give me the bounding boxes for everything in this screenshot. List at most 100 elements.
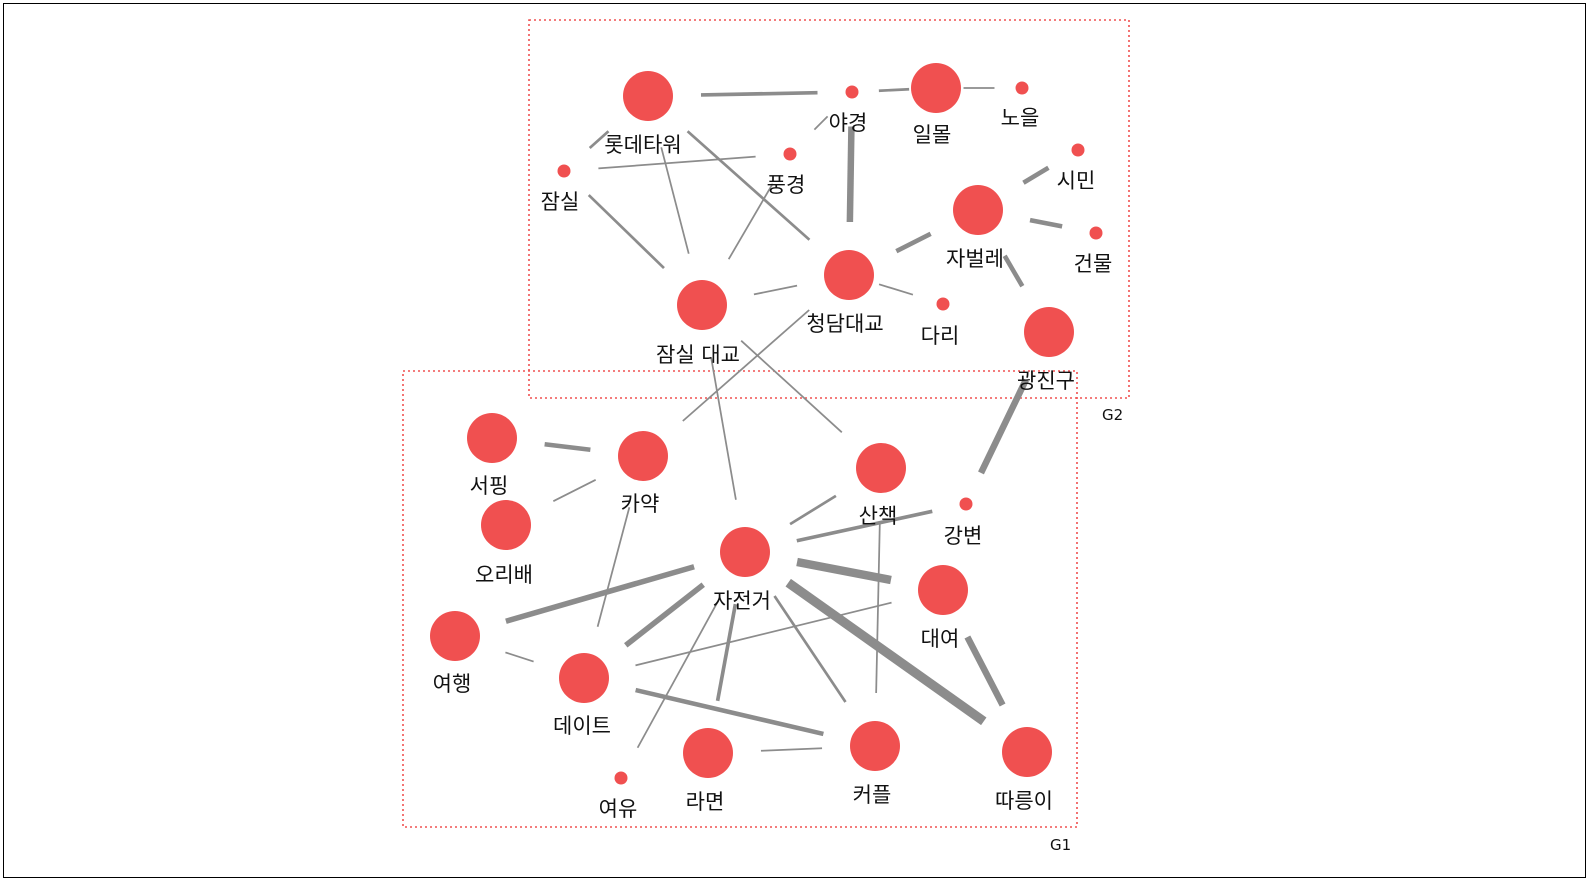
edge-jajeongeo-ttareungi xyxy=(785,578,987,726)
node-label-pung: 풍경 xyxy=(767,173,806,197)
node-oribae[interactable]: 오리배 xyxy=(475,500,533,587)
node-label-ilmol: 일몰 xyxy=(913,123,952,147)
node-gangbyeon[interactable]: 강변 xyxy=(944,497,983,549)
node-yakyung[interactable]: 야경 xyxy=(829,85,868,136)
edge-jabeolle-geonmul xyxy=(1029,217,1063,229)
node-label-yakyung: 야경 xyxy=(829,111,868,135)
edge-daeyeo-ttareungi xyxy=(964,635,1006,707)
node-circle-jabeolle[interactable] xyxy=(953,185,1003,235)
node-dari[interactable]: 다리 xyxy=(921,297,960,349)
node-geonmul[interactable]: 건물 xyxy=(1074,226,1113,277)
edge-jajeongeo-yeoyu xyxy=(636,598,721,749)
edge-yakyung-ilmol xyxy=(878,87,910,93)
edge-jabeolle-gwangjin xyxy=(1002,254,1025,288)
group-label-g2: G2 xyxy=(1102,406,1123,424)
edge-gwangjin-gangbyeon xyxy=(978,378,1029,475)
node-label-cheongdam: 청담대교 xyxy=(806,312,883,336)
edge-cheongdam-jamsilbr xyxy=(753,284,798,296)
edge-lotte-jamsilbr xyxy=(660,147,690,254)
node-label-noeul: 노을 xyxy=(1001,106,1040,130)
node-circle-ilmol[interactable] xyxy=(911,63,961,113)
node-label-seoping: 서핑 xyxy=(470,474,509,498)
edge-lotte-cheongdam xyxy=(686,130,811,241)
node-circle-jajeongeo[interactable] xyxy=(720,527,770,577)
edge-jajeongeo-yeohaeng xyxy=(505,564,695,624)
node-noeul[interactable]: 노을 xyxy=(1001,81,1040,131)
edge-cheongdam-dari xyxy=(878,283,914,296)
node-jamsil[interactable]: 잠실 xyxy=(541,164,580,215)
node-circle-gwangjin[interactable] xyxy=(1024,307,1074,357)
edge-jamsil-pung xyxy=(598,155,756,170)
node-circle-geonmul[interactable] xyxy=(1089,226,1103,240)
node-yeoyu[interactable]: 여유 xyxy=(599,771,638,822)
node-simin[interactable]: 시민 xyxy=(1057,143,1096,194)
edge-lotte-jamsil xyxy=(588,130,610,150)
node-lotte[interactable]: 롯데타워 xyxy=(604,71,682,157)
node-circle-lotte[interactable] xyxy=(623,71,673,121)
node-circle-date[interactable] xyxy=(559,653,609,703)
node-label-couple: 커플 xyxy=(853,783,892,807)
node-ramyeon[interactable]: 라면 xyxy=(683,728,733,814)
node-circle-yeohaeng[interactable] xyxy=(430,611,480,661)
node-daeyeo[interactable]: 대여 xyxy=(918,565,968,651)
node-label-geonmul: 건물 xyxy=(1074,252,1113,276)
node-jabeolle[interactable]: 자벌레 xyxy=(946,185,1004,271)
node-date[interactable]: 데이트 xyxy=(553,653,611,738)
node-label-jabeolle: 자벌레 xyxy=(946,247,1004,271)
node-label-oribae: 오리배 xyxy=(475,563,533,587)
node-circle-kayak[interactable] xyxy=(618,431,668,481)
node-circle-oribae[interactable] xyxy=(481,500,531,550)
edge-jabeolle-cheongdam xyxy=(895,231,932,254)
node-ttareungi[interactable]: 따릉이 xyxy=(995,727,1053,813)
node-circle-jamsilbr[interactable] xyxy=(677,280,727,330)
node-label-daeyeo: 대여 xyxy=(921,627,960,651)
edge-jamsilbr-jajeongeo xyxy=(710,357,737,500)
node-couple[interactable]: 커플 xyxy=(850,721,900,807)
node-circle-sanchaek[interactable] xyxy=(856,443,906,493)
node-ilmol[interactable]: 일몰 xyxy=(911,63,961,147)
node-label-kayak: 카약 xyxy=(621,492,660,516)
node-circle-dari[interactable] xyxy=(936,297,950,311)
edge-jamsilbr-sanchaek xyxy=(740,340,843,433)
node-circle-jamsil[interactable] xyxy=(557,164,571,178)
node-jamsilbr[interactable]: 잠실 대교 xyxy=(656,280,740,367)
node-label-simin: 시민 xyxy=(1057,169,1096,193)
node-circle-pung[interactable] xyxy=(783,147,797,161)
node-kayak[interactable]: 카약 xyxy=(618,431,668,516)
edge-jabeolle-simin xyxy=(1022,165,1050,185)
node-circle-gangbyeon[interactable] xyxy=(959,497,973,511)
node-label-yeohaeng: 여행 xyxy=(433,672,472,696)
node-label-sanchaek: 산책 xyxy=(859,504,898,528)
node-cheongdam[interactable]: 청담대교 xyxy=(806,250,884,336)
node-circle-simin[interactable] xyxy=(1071,143,1085,157)
node-circle-yakyung[interactable] xyxy=(845,85,859,99)
edge-cheongdam-kayak xyxy=(682,309,810,422)
node-label-dari: 다리 xyxy=(921,324,960,348)
node-circle-ramyeon[interactable] xyxy=(683,728,733,778)
node-jajeongeo[interactable]: 자전거 xyxy=(713,527,771,613)
group-label-g1: G1 xyxy=(1050,836,1071,854)
node-label-date: 데이트 xyxy=(553,714,611,738)
node-yeohaeng[interactable]: 여행 xyxy=(430,611,480,696)
edge-kayak-date xyxy=(596,506,631,628)
node-label-jajeongeo: 자전거 xyxy=(713,589,771,613)
node-label-yeoyu: 여유 xyxy=(599,797,638,821)
node-circle-yeoyu[interactable] xyxy=(614,771,628,785)
edge-ramyeon-couple xyxy=(760,747,823,752)
node-gwangjin[interactable]: 광진구 xyxy=(1017,307,1075,393)
node-circle-seoping[interactable] xyxy=(467,413,517,463)
edge-jajeongeo-ramyeon xyxy=(715,603,738,702)
node-seoping[interactable]: 서핑 xyxy=(467,413,517,498)
edge-yeohaeng-date xyxy=(505,651,534,663)
edge-jajeongeo-date xyxy=(624,582,705,648)
edge-yakyung-pung xyxy=(813,115,829,131)
node-sanchaek[interactable]: 산책 xyxy=(856,443,906,528)
node-circle-daeyeo[interactable] xyxy=(918,565,968,615)
node-circle-couple[interactable] xyxy=(850,721,900,771)
node-circle-ttareungi[interactable] xyxy=(1002,727,1052,777)
node-circle-cheongdam[interactable] xyxy=(824,250,874,300)
node-pung[interactable]: 풍경 xyxy=(767,147,806,198)
node-circle-noeul[interactable] xyxy=(1015,81,1029,95)
